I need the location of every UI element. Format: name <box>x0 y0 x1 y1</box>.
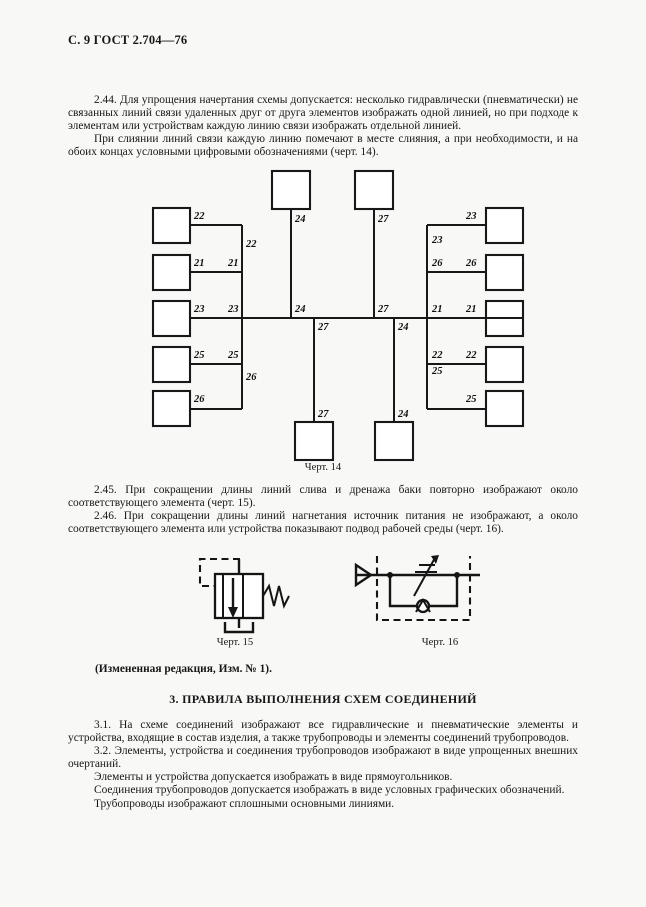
fig14-right-box-5 <box>484 389 525 428</box>
fig14-right-box-1 <box>484 206 525 245</box>
fig14-left-bus-label-3: 23 <box>227 304 239 315</box>
paragraph-3-2b: Элементы и устройства допускается изобра… <box>94 771 453 784</box>
fig14-right-bus-label-5: 25 <box>431 366 443 377</box>
paragraph-2-44b: При слиянии линий связи каждую линию пом… <box>68 133 578 159</box>
fig15-flow-arrow-head <box>228 607 238 618</box>
fig16-device-outline <box>375 556 472 622</box>
figure-14-caption: Черт. 14 <box>304 462 342 473</box>
figure-16-caption: Черт. 16 <box>421 637 459 648</box>
fig14-bottom-label-1: 27 <box>317 409 329 420</box>
fig15-tank-symbol <box>223 622 255 634</box>
fig16-throttle-arrow-head <box>431 555 439 564</box>
fig14-left-label-4: 25 <box>193 350 205 361</box>
paragraph-2-45-block: 2.45. При сокращении длины линий слива и… <box>68 484 578 536</box>
fig14-right-box-3 <box>484 299 525 338</box>
fig14-right-label-5: 25 <box>465 394 477 405</box>
fig14-trunk-label-3: 27 <box>317 322 329 333</box>
paragraph-2-44-block: 2.44. Для упрощения начертания схемы доп… <box>68 94 578 159</box>
paragraph-3-2d: Трубопроводы изображают сплошными основн… <box>94 797 395 810</box>
fig14-trunk-label-2: 27 <box>377 304 389 315</box>
fig14-left-label-5: 26 <box>193 394 205 405</box>
revision-note: (Измененная редакция, Изм. № 1). <box>95 663 272 675</box>
figure-16 <box>354 555 480 622</box>
fig14-right-bus-label-3: 21 <box>431 304 443 315</box>
paragraph-2-44: 2.44. Для упрощения начертания схемы доп… <box>68 94 578 133</box>
fig14-top-box-1 <box>270 169 312 211</box>
fig14-right-label-4: 22 <box>465 350 477 361</box>
fig14-top-box-2 <box>353 169 395 211</box>
paragraph-2-46: 2.46. При сокращении длины линий нагнета… <box>68 510 578 536</box>
paragraph-3-2: 3.2. Элементы, устройства и соединения т… <box>68 745 578 771</box>
fig14-bottom-box-2 <box>373 420 415 462</box>
fig14-left-box-1 <box>151 206 192 245</box>
fig14-left-label-2: 21 <box>193 258 205 269</box>
fig14-right-bus-label-4: 22 <box>431 350 443 361</box>
fig16-throttle-arrow <box>413 555 437 597</box>
fig14-top-label-1: 24 <box>294 214 306 225</box>
paragraph-2-45: 2.45. При сокращении длины линий слива и… <box>68 484 578 510</box>
fig14-left-label-1: 22 <box>193 211 205 222</box>
fig15-spring <box>262 583 290 609</box>
fig15-pilot-line <box>198 557 240 588</box>
paragraph-3-1-block: 3.1. На схеме соединений изображают все … <box>68 719 578 811</box>
fig14-left-bus-label-26: 26 <box>245 372 257 383</box>
fig14-right-label-2: 26 <box>465 258 477 269</box>
fig14-left-box-4 <box>151 345 192 384</box>
fig14-left-bus-label-22: 22 <box>245 239 257 250</box>
paragraph-3-2c: Соединения трубопроводов допускается изо… <box>94 784 565 797</box>
fig14-left-bus-label-4: 25 <box>227 350 239 361</box>
fig14-right-box-2 <box>484 253 525 292</box>
fig14-right-bus-label-2: 26 <box>431 258 443 269</box>
fig14-right-label-3: 21 <box>465 304 477 315</box>
running-head: С. 9 ГОСТ 2.704—76 <box>68 33 188 47</box>
figure-15-caption: Черт. 15 <box>216 637 254 648</box>
fig14-bottom-box-1 <box>293 420 335 462</box>
fig16-check-valve-seat <box>415 598 431 613</box>
fig14-left-box-5 <box>151 389 192 428</box>
fig14-top-label-2: 27 <box>377 214 389 225</box>
fig14-trunk-label-4: 24 <box>397 322 409 333</box>
fig14-trunk-label-1: 24 <box>294 304 306 315</box>
fig14-left-bus-label-2: 21 <box>227 258 239 269</box>
fig14-left-label-3: 23 <box>193 304 205 315</box>
figure-15 <box>198 557 290 634</box>
fig14-right-box-4 <box>484 345 525 384</box>
fig14-bottom-label-2: 24 <box>397 409 409 420</box>
fig14-left-box-3 <box>151 299 192 338</box>
fig14-right-bus-label-1: 23 <box>431 235 443 246</box>
section-3-title: 3. ПРАВИЛА ВЫПОЛНЕНИЯ СХЕМ СОЕДИНЕНИЙ <box>169 692 477 706</box>
paragraph-3-1: 3.1. На схеме соединений изображают все … <box>68 719 578 745</box>
fig14-right-label-1: 23 <box>465 211 477 222</box>
fig14-left-box-2 <box>151 253 192 292</box>
